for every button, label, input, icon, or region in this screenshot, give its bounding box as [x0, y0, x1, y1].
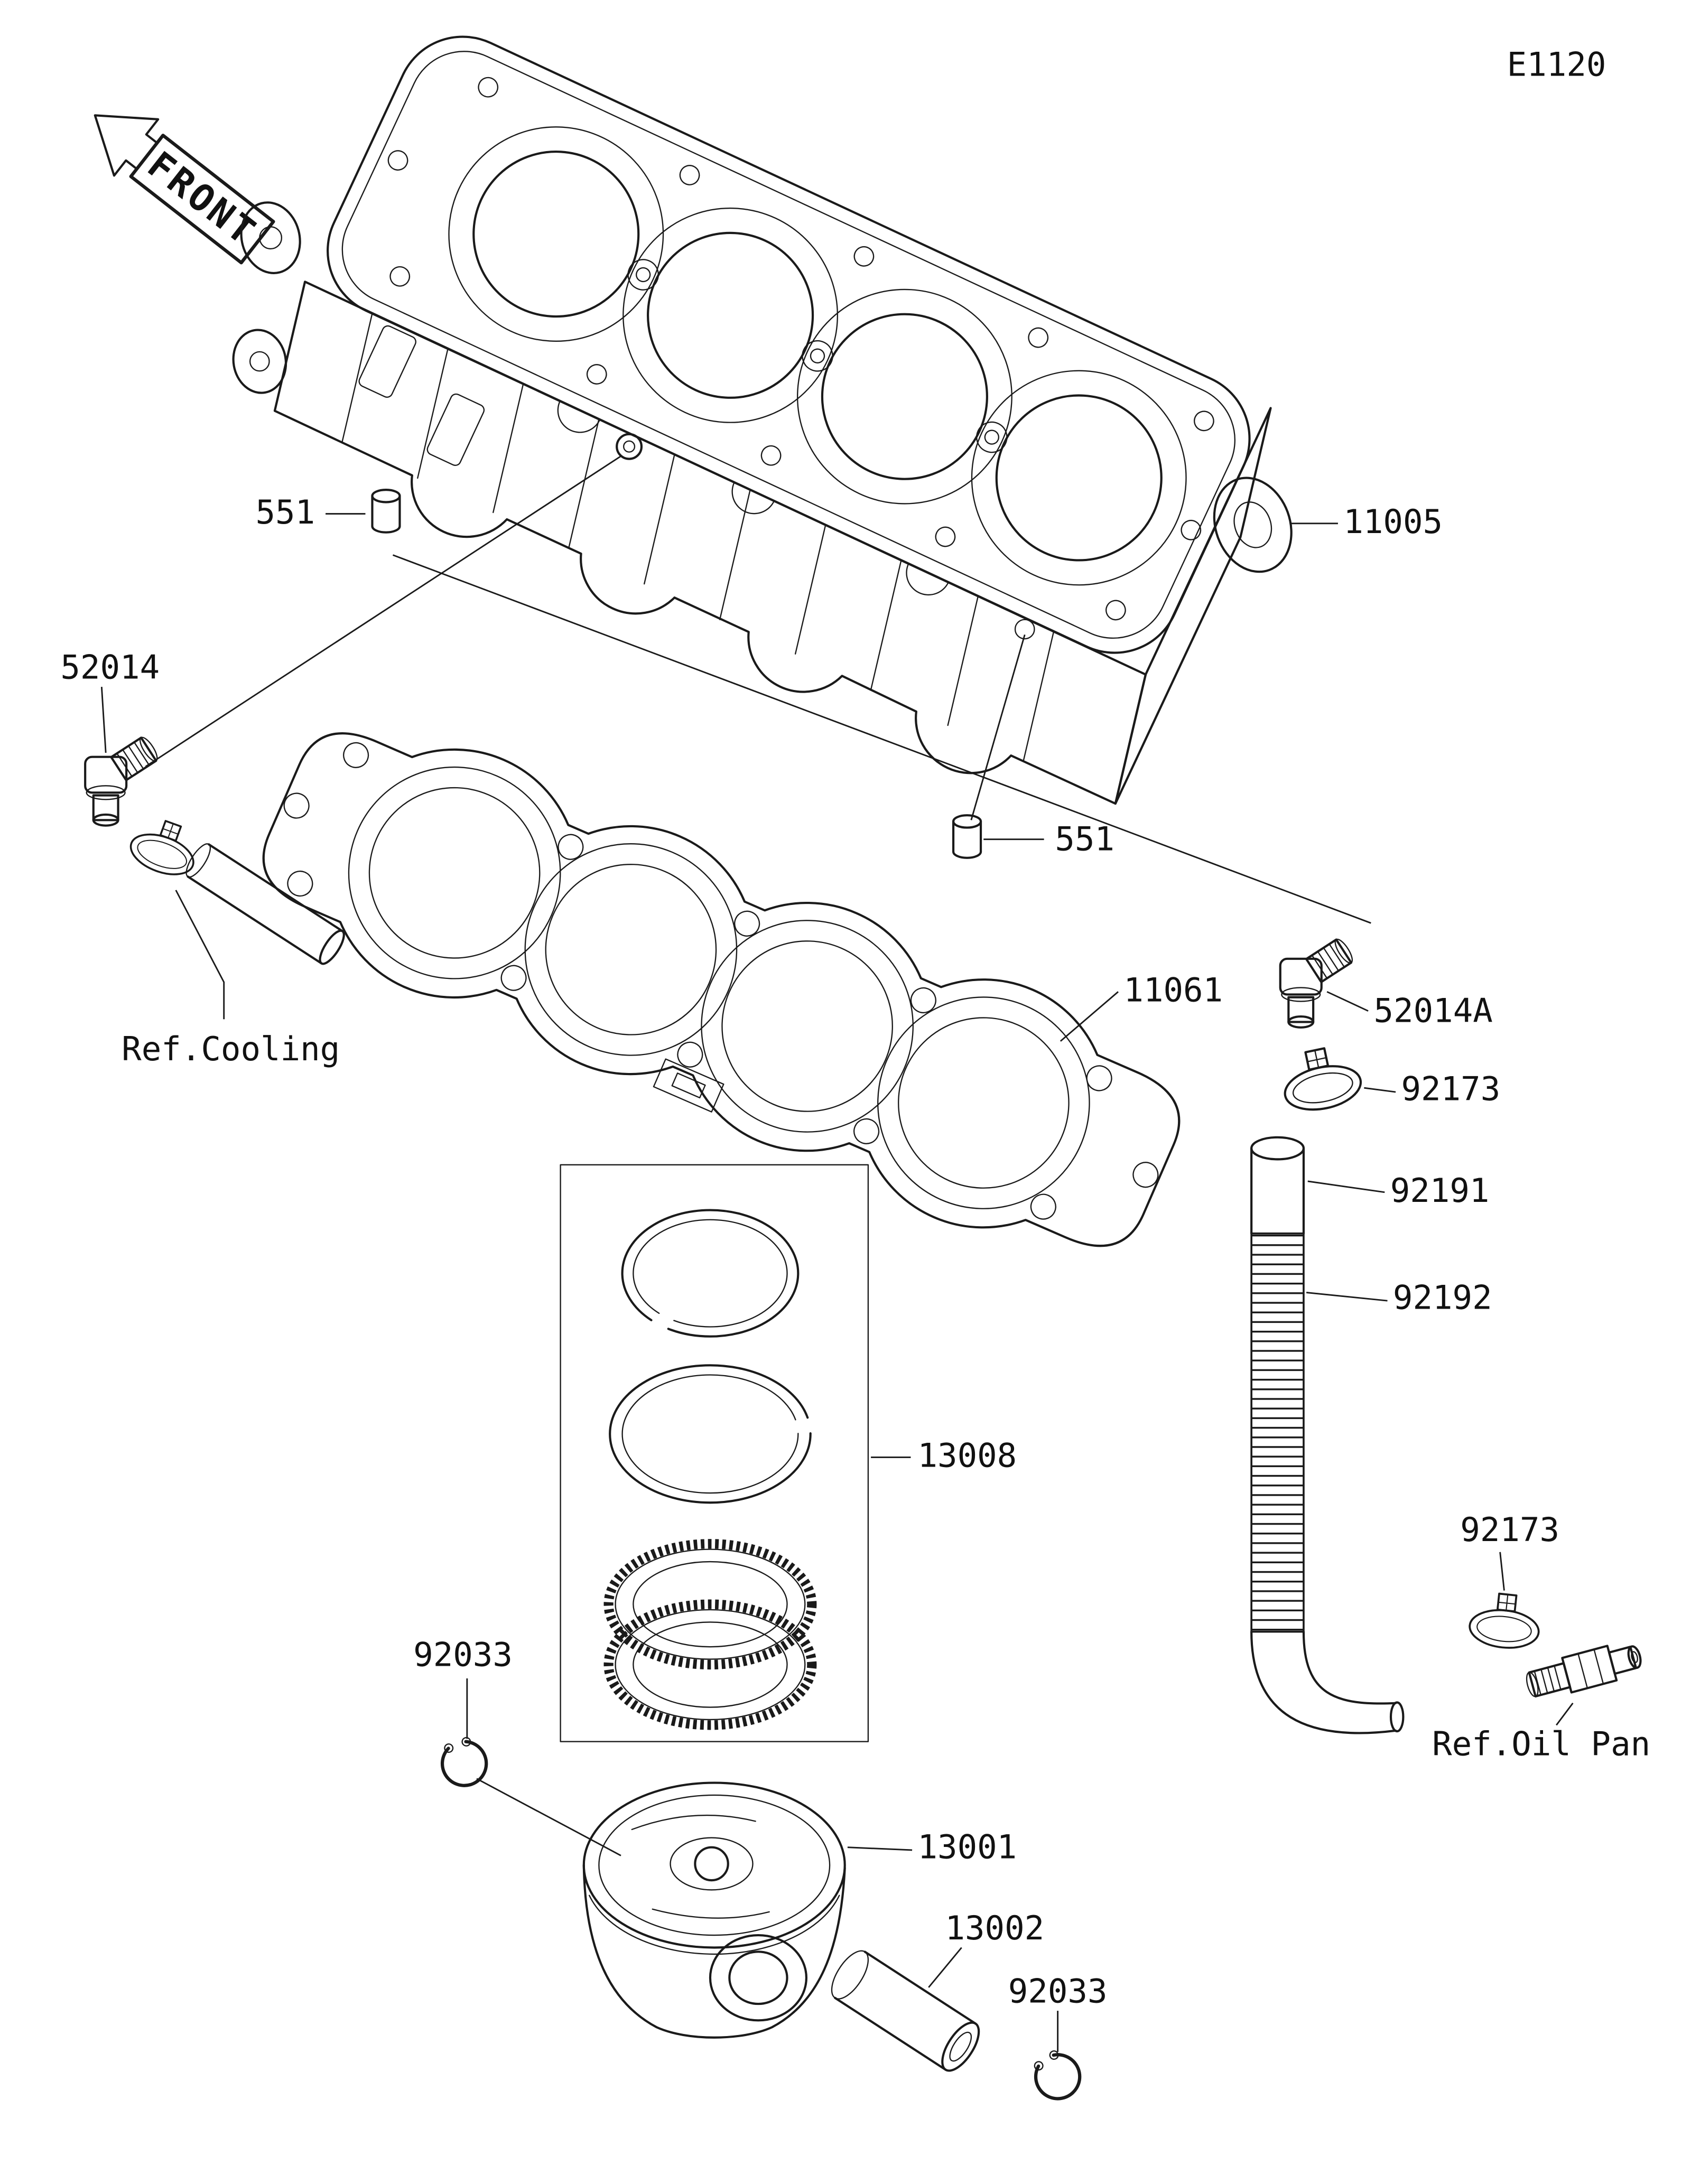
part-label-11061: 11061 — [1123, 970, 1223, 1009]
ref-cooling-label: Ref.Cooling — [122, 1030, 340, 1068]
circlip-right-drawing — [1029, 2048, 1083, 2102]
leader-lines — [100, 455, 1574, 2052]
part-label-52014: 52014 — [60, 648, 160, 687]
ref-oil-pan-label: Ref.Oil Pan — [1432, 1725, 1650, 1763]
cooling-clamp-drawing — [124, 811, 205, 883]
breather-hose-drawing — [1250, 1136, 1405, 1734]
part-label-13001: 13001 — [917, 1828, 1017, 1866]
part-label-92033-left: 92033 — [413, 1636, 513, 1674]
hose-clamp-lower-drawing — [1466, 1590, 1544, 1653]
part-label-92191: 92191 — [1390, 1171, 1490, 1210]
cooling-hose-drawing — [124, 811, 345, 965]
part-label-551-top: 551 — [256, 493, 315, 531]
oil-pan-fitting-drawing — [1526, 1645, 1642, 1698]
hose-clamp-upper-drawing — [1277, 1042, 1365, 1116]
part-label-11005: 11005 — [1343, 502, 1443, 541]
part-label-92173-lower: 92173 — [1460, 1510, 1559, 1549]
elbow-fitting-right-drawing — [1280, 937, 1355, 1028]
cylinder-block-drawing — [232, 35, 1293, 805]
page-code: E1120 — [1507, 45, 1606, 83]
part-label-52014a: 52014A — [1374, 991, 1493, 1030]
part-label-92192: 92192 — [1393, 1278, 1492, 1317]
piston-ring-set-drawing — [560, 1164, 869, 1742]
elbow-fitting-left-drawing — [85, 735, 160, 825]
piston-drawing — [582, 1781, 846, 2039]
dowel-pin-middle-drawing — [953, 815, 981, 858]
head-gasket-drawing — [262, 732, 1181, 1247]
part-label-13002: 13002 — [945, 1909, 1044, 1947]
piston-pin-drawing — [831, 1950, 980, 2072]
dowel-pin-top-drawing — [372, 490, 399, 533]
front-direction-arrow: FRONT — [94, 114, 275, 265]
part-label-13008: 13008 — [917, 1436, 1017, 1475]
part-label-92033-right: 92033 — [1008, 1972, 1108, 2010]
part-label-551-mid: 551 — [1055, 819, 1114, 858]
part-label-92173-upper: 92173 — [1401, 1070, 1501, 1108]
